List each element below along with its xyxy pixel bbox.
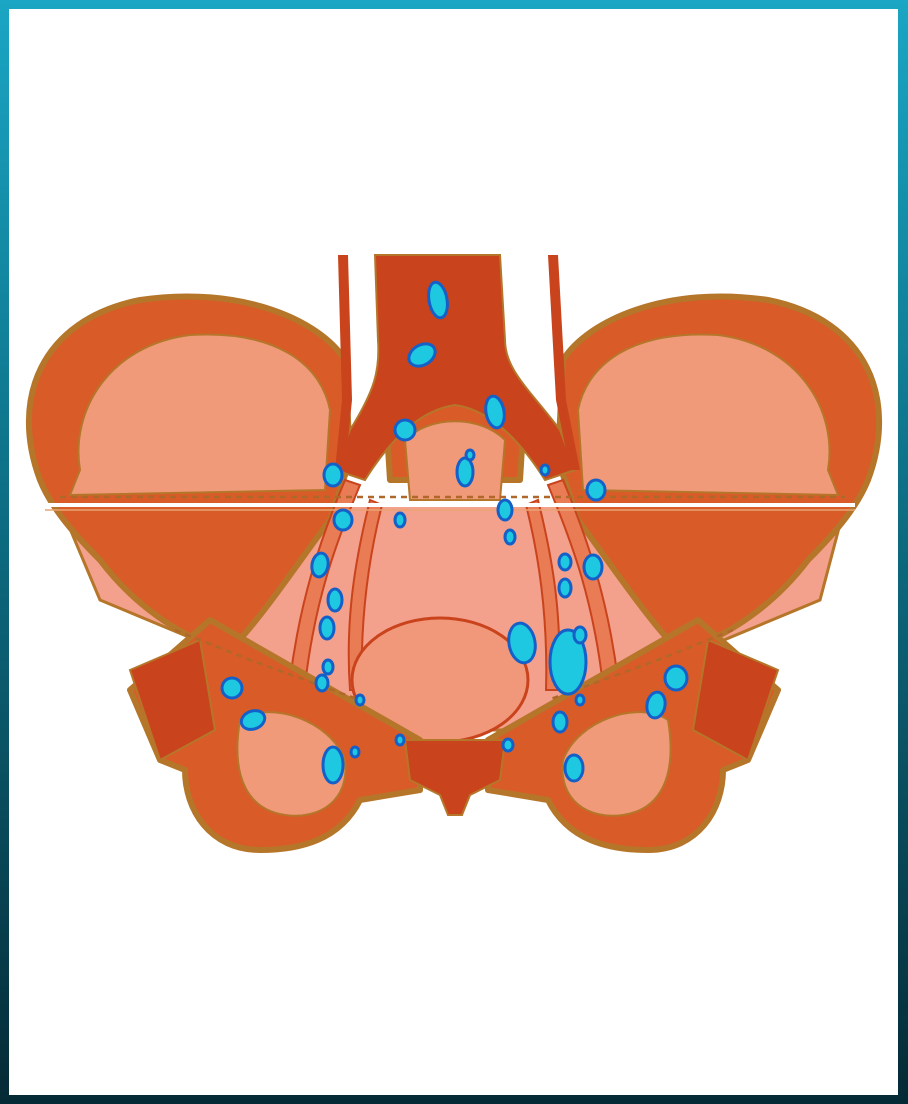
lymph-node [541, 465, 549, 475]
lymph-node [395, 513, 405, 527]
lymph-node [328, 589, 342, 611]
lymph-node [351, 747, 359, 757]
lymph-node [665, 666, 687, 690]
lymph-node [587, 480, 605, 500]
lymph-node [574, 627, 586, 643]
lymph-node [466, 450, 474, 460]
lymph-node [553, 712, 567, 732]
lymph-node [324, 464, 342, 486]
lymph-node [316, 675, 328, 691]
lymph-node [396, 735, 404, 745]
lymph-node [334, 510, 352, 530]
lymph-node [356, 695, 364, 705]
lymph-node [457, 458, 473, 486]
lymph-node [320, 617, 334, 639]
lymph-node [395, 420, 415, 440]
lymph-node [498, 500, 512, 520]
lymph-node [505, 530, 515, 544]
lymph-node [559, 579, 571, 597]
lymph-node [323, 747, 343, 783]
lymph-node [576, 695, 584, 705]
lymph-node [584, 555, 602, 579]
urethra [405, 740, 505, 815]
lymph-node [503, 739, 513, 751]
lymph-node [222, 678, 242, 698]
lymph-node [565, 755, 583, 781]
lymph-node [559, 554, 571, 570]
lymph-node [323, 660, 333, 674]
sacrum-inner [405, 421, 505, 500]
